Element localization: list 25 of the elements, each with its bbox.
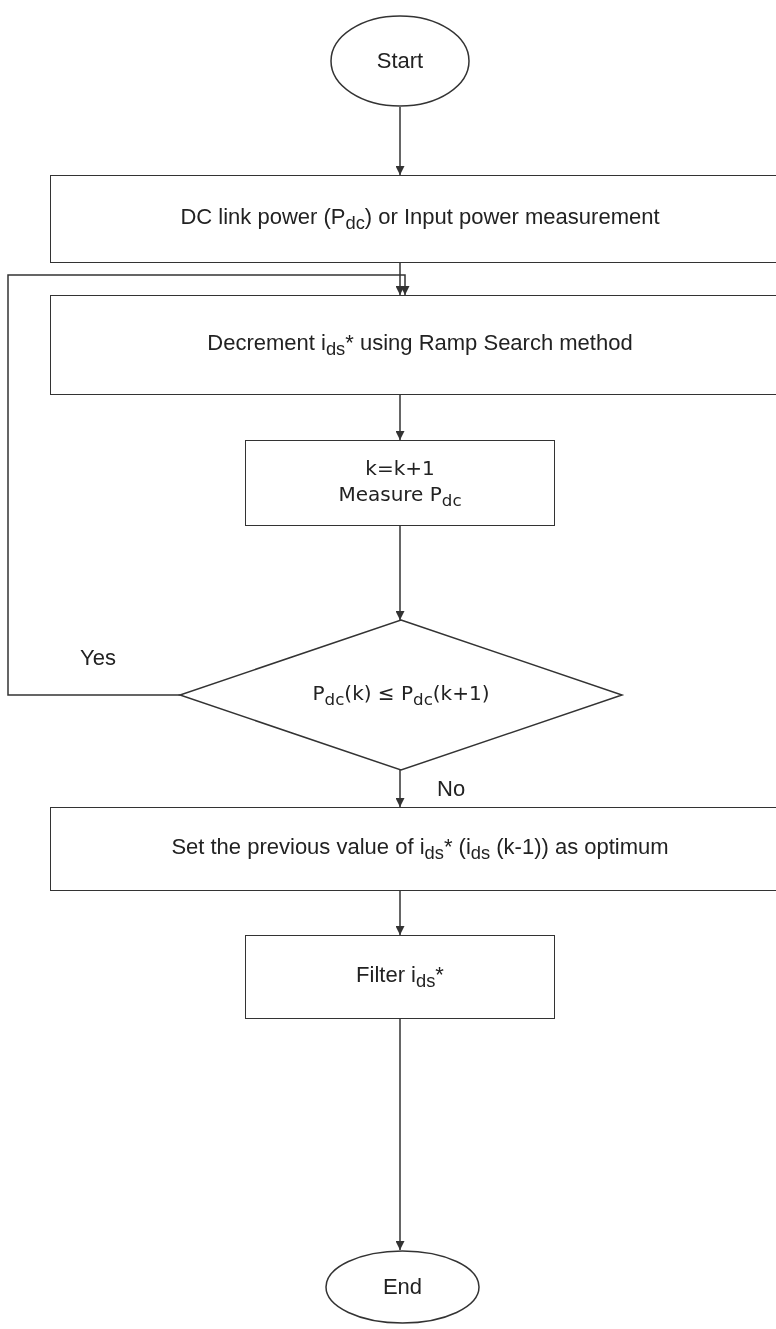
step-text: Set the previous value of i$_{ds}$* (i$_{ds}$ (k-1)) as optimum	[171, 832, 669, 866]
step-text: Filter i$_{ds}$*	[356, 960, 444, 994]
arrow	[395, 394, 405, 441]
process-box	[50, 295, 776, 395]
step-text: Start	[376, 46, 424, 75]
arrow	[395, 1018, 405, 1251]
start-terminal	[330, 15, 470, 107]
step-text: Decrement i$_{ds}$* using Ramp Search method	[207, 328, 633, 362]
step-text: Measure P$_{dc}$	[338, 480, 462, 512]
end-terminal	[325, 1250, 480, 1324]
process-box	[50, 175, 776, 263]
decision-diamond	[180, 620, 622, 770]
step-text: k=k+1	[365, 454, 435, 481]
process-box	[245, 935, 555, 1019]
arrow	[7, 274, 410, 696]
step-text: P$_{dc}$(k) ≤ P$_{dc}$(k+1)	[312, 679, 490, 711]
arrow	[395, 525, 405, 621]
arrow	[395, 769, 405, 808]
process-box	[50, 807, 776, 891]
arrow	[395, 262, 405, 296]
arrow	[395, 890, 405, 936]
step-text: End	[382, 1272, 423, 1301]
arrow	[395, 106, 405, 176]
step-text: DC link power (P$_{dc}$) or Input power measurement	[180, 202, 660, 236]
process-box	[245, 440, 555, 526]
